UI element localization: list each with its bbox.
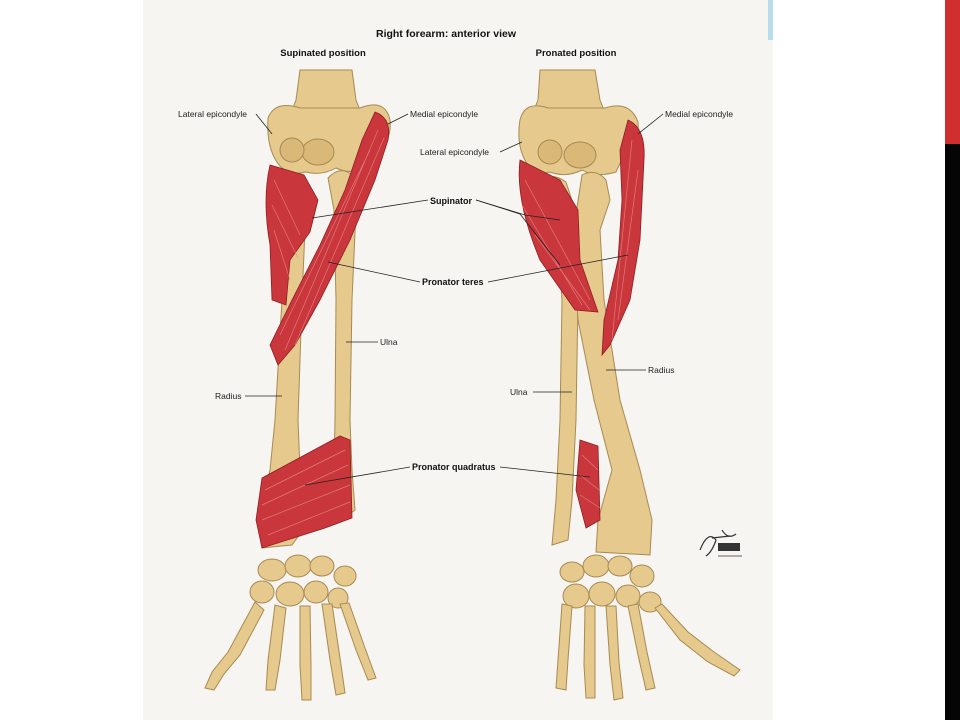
left-capitulum [279,137,305,163]
label-supinator: Supinator [430,196,472,206]
label-pronator-quadratus: Pronator quadratus [412,462,496,472]
panel-heading-pronated: Pronated position [536,48,617,59]
right-pronator-quadratus-muscle [575,439,601,529]
artist-signature-mark [699,529,742,557]
pronated-forearm-drawing [518,69,741,701]
left-supinator-muscle [265,164,319,306]
panel-heading-supinated: Supinated position [280,48,366,59]
label-medial-epicondyle-right: Medial epicondyle [665,109,733,119]
left-hand-bones [204,601,377,701]
right-hand-bones [555,603,741,701]
right-carpals [559,554,662,613]
red-accent-bar [945,0,960,144]
black-accent-bar [945,144,960,720]
label-lateral-epicondyle-left: Lateral epicondyle [178,109,247,119]
label-medial-epicondyle-left: Medial epicondyle [410,109,478,119]
supinated-forearm-drawing [204,69,391,701]
right-capitulum [537,139,563,165]
right-radius-bone [571,171,653,556]
blue-accent-tab [768,0,773,40]
right-pronator-teres-muscle [601,119,645,357]
label-lateral-epicondyle-right: Lateral epicondyle [420,147,489,157]
left-trochlea [301,138,335,166]
label-ulna-left: Ulna [380,337,398,347]
label-pronator-teres: Pronator teres [422,277,484,287]
right-trochlea [563,141,597,169]
label-radius-right: Radius [648,365,674,375]
right-supinator-muscle [518,159,599,313]
figure-title: Right forearm: anterior view [376,28,517,40]
label-radius-left: Radius [215,391,241,401]
left-carpals [249,554,357,609]
label-ulna-right: Ulna [510,387,528,397]
left-pronator-quadratus-muscle [255,435,353,549]
illustration-plate [143,0,773,720]
